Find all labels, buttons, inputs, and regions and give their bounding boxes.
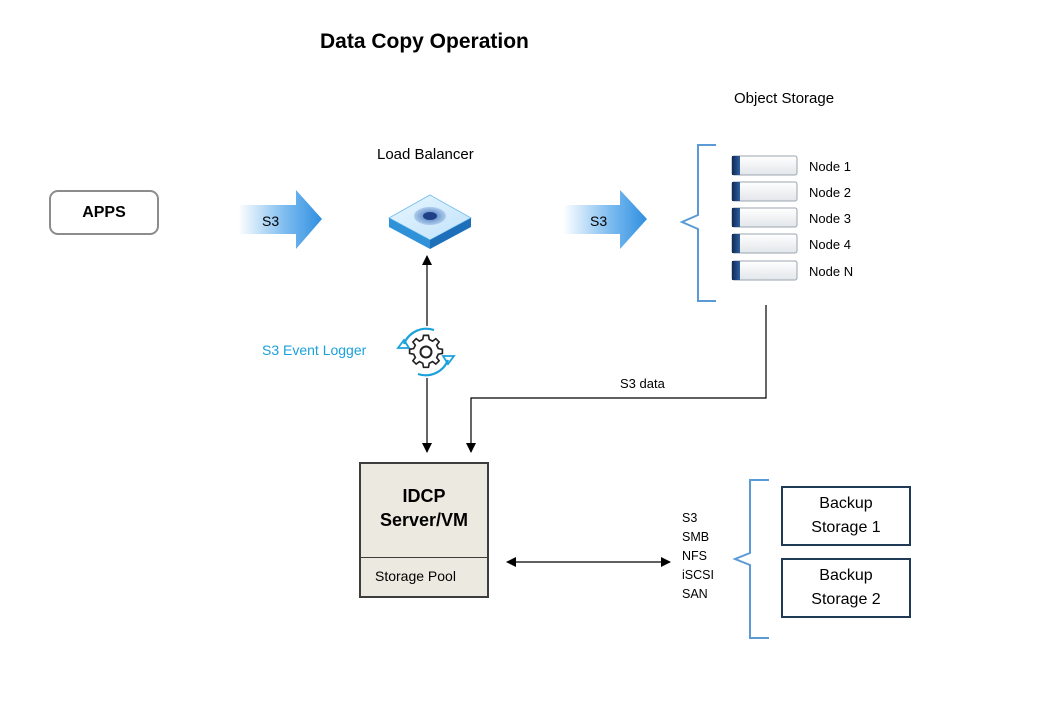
object-storage-label: Object Storage: [734, 90, 835, 107]
s3-data-path: [466, 305, 767, 453]
backup-1-line2: Storage 1: [811, 519, 881, 536]
backup-2-line2: Storage 2: [811, 591, 881, 608]
storage-node-1: [731, 155, 798, 176]
protocol-smb: SMB: [682, 530, 710, 544]
s3-event-logger-label: S3 Event Logger: [262, 342, 367, 358]
backup-bracket: [732, 479, 769, 639]
storage-node-4: [731, 233, 798, 254]
apps-label: APPS: [82, 203, 126, 221]
load-balancer-label: Load Balancer: [377, 146, 474, 163]
gear-icon: [396, 327, 456, 377]
backup-storage-2: Backup Storage 2: [781, 558, 911, 618]
protocol-san: SAN: [682, 587, 708, 601]
object-storage-bracket: [679, 144, 716, 302]
s3-arrow-lb-to-storage: [563, 190, 647, 249]
storage-node-n: [731, 260, 798, 281]
s3-label-1: S3: [262, 213, 280, 229]
apps-box: APPS: [49, 190, 159, 235]
server-divider: [361, 557, 487, 558]
node-n-label: Node N: [809, 264, 854, 279]
storage-node-2: [731, 181, 798, 202]
node-4-label: Node 4: [809, 237, 851, 252]
protocol-s3: S3: [682, 511, 698, 525]
node-3-label: Node 3: [809, 211, 851, 226]
backup-2-line1: Backup: [819, 567, 873, 584]
server-title: IDCP Server/VM: [361, 484, 487, 532]
server-title-line2: Server/VM: [379, 510, 469, 530]
diagram-title: Data Copy Operation: [320, 30, 529, 53]
node-1-label: Node 1: [809, 159, 851, 174]
s3-data-label: S3 data: [620, 376, 665, 391]
idcp-server-box: IDCP Server/VM Storage Pool: [359, 462, 489, 598]
protocol-nfs: NFS: [682, 549, 707, 563]
load-balancer-icon: [387, 194, 473, 249]
server-title-line1: IDCP: [402, 486, 446, 506]
s3-label-2: S3: [590, 213, 608, 229]
node-2-label: Node 2: [809, 185, 851, 200]
storage-node-3: [731, 207, 798, 228]
s3-arrow-apps-to-lb: [238, 190, 322, 249]
protocol-iscsi: iSCSI: [682, 568, 714, 582]
protocol-list: S3 SMB NFS iSCSI SAN: [682, 509, 714, 604]
backup-1-line1: Backup: [819, 495, 873, 512]
backup-storage-1: Backup Storage 1: [781, 486, 911, 546]
storage-pool-label: Storage Pool: [375, 568, 456, 584]
